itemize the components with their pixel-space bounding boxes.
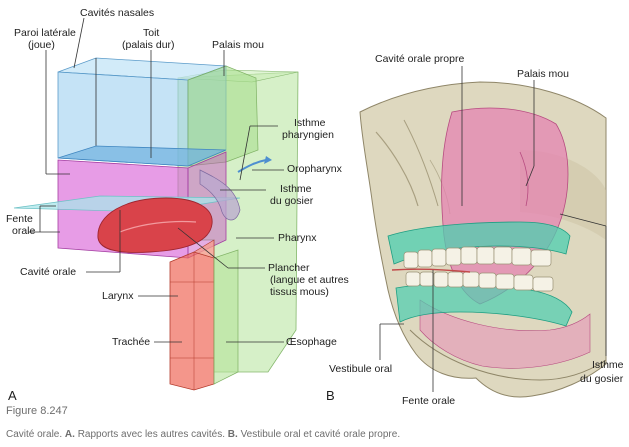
label-larynx: Larynx	[102, 290, 134, 302]
label-isthme-gosier-b: Isthme	[592, 359, 624, 371]
larynx-trachea-front	[170, 252, 214, 390]
label-isthme-gosier-a: Isthme	[280, 183, 312, 195]
label-plancher-3: tissus mous)	[270, 286, 329, 298]
label-toit: Toit	[143, 27, 159, 39]
label-fente-orale-b: Fente orale	[402, 395, 455, 407]
label-isthme-pharyngien: Isthme	[294, 117, 326, 129]
label-plancher: Plancher	[268, 262, 310, 274]
label-orale-a: orale	[12, 225, 36, 237]
panel-a-diagram	[14, 58, 298, 390]
label-fente-orale-a: Fente	[6, 213, 33, 225]
figure-number: Figure 8.247	[6, 405, 68, 417]
label-du-gosier-a: du gosier	[270, 195, 314, 207]
label-palais-mou-a: Palais mou	[212, 39, 264, 51]
label-pharynx: Pharynx	[278, 232, 317, 244]
label-palais-dur: (palais dur)	[122, 39, 175, 51]
panel-letter-b: B	[326, 388, 335, 403]
label-vestibule-oral: Vestibule oral	[329, 363, 392, 375]
esophagus	[214, 250, 238, 384]
label-oesophage: Œsophage	[286, 336, 337, 348]
label-paroi-laterale: Paroi latérale	[14, 27, 76, 39]
label-cavites-nasales: Cavités nasales	[80, 7, 154, 19]
label-paroi-laterale-joue: (joue)	[28, 39, 55, 51]
panel-letter-a: A	[8, 388, 17, 403]
label-oropharynx: Oropharynx	[287, 163, 343, 175]
caption-title: Cavité orale.	[6, 429, 62, 440]
caption-a-letter: A.	[65, 429, 75, 440]
label-palais-mou-b: Palais mou	[517, 68, 569, 80]
figure-caption: Cavité orale. A. Rapports avec les autre…	[6, 429, 400, 440]
label-cavite-orale-propre: Cavité orale propre	[375, 53, 464, 65]
caption-a-text: Rapports avec les autres cavités.	[78, 429, 225, 440]
panel-b-illustration	[360, 82, 606, 397]
label-cavite-orale: Cavité orale	[20, 266, 76, 278]
label-isthme-pharyngien-2: pharyngien	[282, 129, 334, 141]
label-plancher-2: (langue et autres	[270, 274, 349, 286]
caption-b-text: Vestibule oral et cavité orale propre.	[241, 429, 401, 440]
label-trachee: Trachée	[112, 336, 150, 348]
label-du-gosier-b: du gosier	[580, 373, 624, 385]
caption-b-letter: B.	[228, 429, 238, 440]
